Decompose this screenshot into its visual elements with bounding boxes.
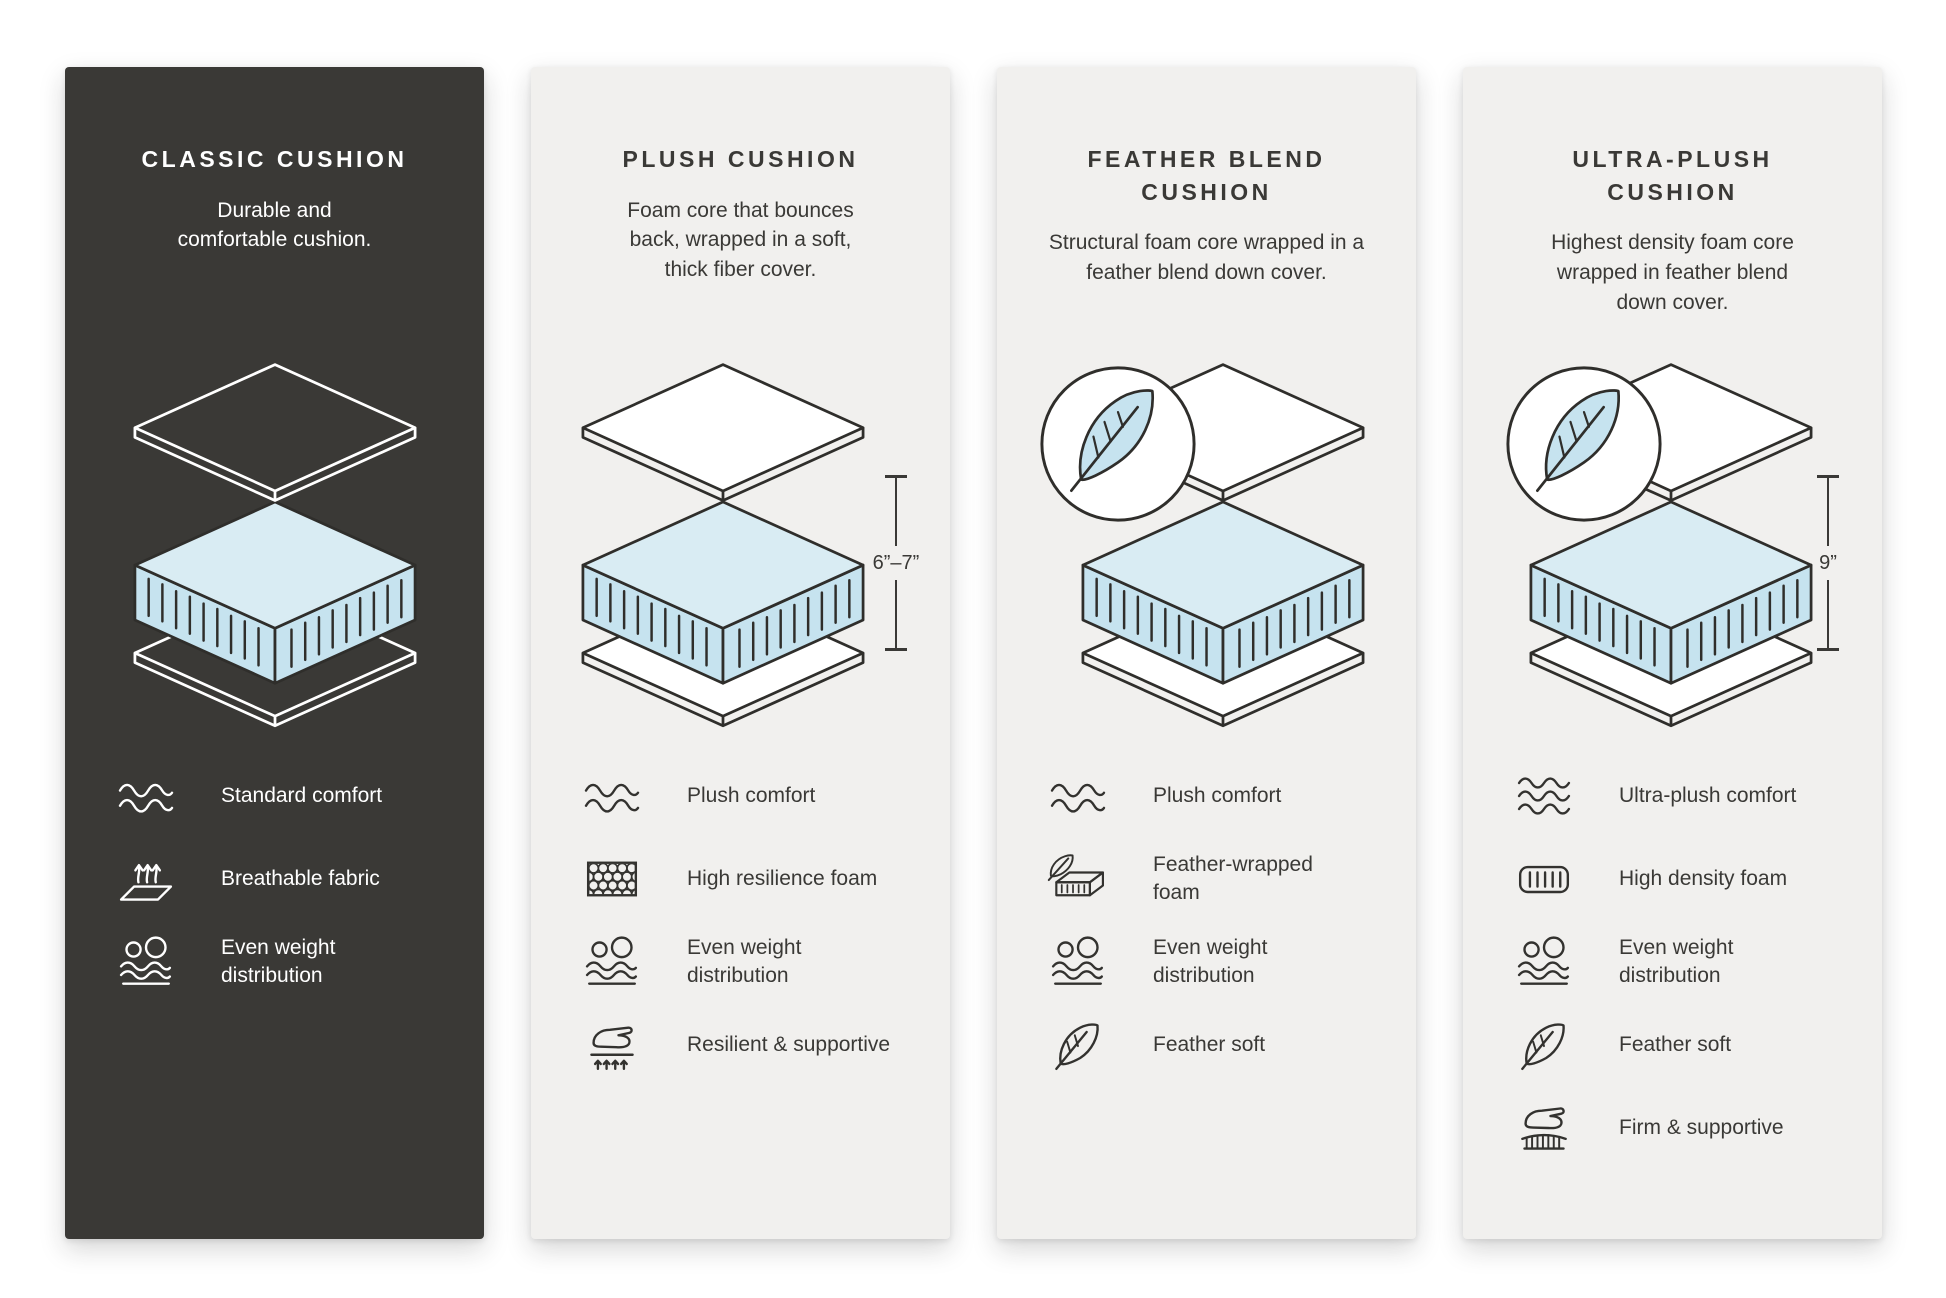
feature-row: Plush comfort <box>579 767 938 825</box>
cushion-layers-diagram: 6”–7” <box>531 359 950 749</box>
feature-label: Standard comfort <box>221 784 383 808</box>
card-classic-cushion: CLASSIC CUSHION Durable and comfortable … <box>65 67 484 1239</box>
foam-cells-icon <box>579 850 645 908</box>
weight-distribution-icon <box>579 933 645 991</box>
dimension-cap <box>885 475 907 478</box>
feature-label: Even weight distribution <box>1153 936 1268 987</box>
feather-badge <box>1037 363 1199 525</box>
card-title: PLUSH CUSHION <box>622 146 859 172</box>
feature-label: High resilience foam <box>687 867 878 891</box>
feature-row: Ultra-plush comfort <box>1511 767 1870 825</box>
height-dimension: 6”–7” <box>864 475 928 651</box>
dimension-line <box>1827 580 1829 648</box>
card-title: ULTRA-PLUSH CUSHION <box>1572 146 1773 205</box>
dimension-cap <box>885 648 907 651</box>
feather-icon <box>1503 363 1665 525</box>
cushion-layers-diagram <box>997 359 1416 749</box>
firm-support-icon <box>1511 1099 1577 1157</box>
waves-icon <box>1511 767 1577 825</box>
density-foam-icon <box>1511 850 1577 908</box>
card-description: Durable and comfortable cushion. <box>177 198 372 252</box>
feature-label: Even weight distribution <box>687 936 802 987</box>
height-dimension: 9” <box>1796 475 1860 651</box>
feature-list: Ultra-plush comfort High density foam Ev… <box>1511 767 1870 1182</box>
feather-foam-icon <box>1045 850 1111 908</box>
feature-list: Plush comfort Feather-wrapped foam Even … <box>1045 767 1404 1099</box>
feature-label: Feather soft <box>1153 1033 1266 1057</box>
feature-row: Standard comfort <box>113 767 472 825</box>
feature-row: Feather soft <box>1511 1016 1870 1074</box>
feature-label: Firm & supportive <box>1619 1116 1784 1140</box>
card-description: Highest density foam core wrapped in fea… <box>1551 231 1794 314</box>
dimension-line <box>1827 478 1829 546</box>
card-title: FEATHER BLEND CUSHION <box>1087 146 1326 205</box>
layered-cushion-illustration <box>69 359 481 730</box>
card-description: Foam core that bounces back, wrapped in … <box>627 198 854 282</box>
feature-row: Resilient & supportive <box>579 1016 938 1074</box>
card-ultra-plush-cushion: ULTRA-PLUSH CUSHION Highest density foam… <box>1463 67 1882 1239</box>
weight-distribution-icon <box>113 933 179 991</box>
card-title: CLASSIC CUSHION <box>141 146 408 172</box>
dimension-cap <box>1817 648 1839 651</box>
feature-row: Feather-wrapped foam <box>1045 850 1404 908</box>
card-feather-blend-cushion: FEATHER BLEND CUSHION Structural foam co… <box>997 67 1416 1239</box>
feature-row: High density foam <box>1511 850 1870 908</box>
feather-badge <box>1503 363 1665 525</box>
feature-row: Even weight distribution <box>1511 933 1870 991</box>
feature-label: Resilient & supportive <box>687 1033 891 1057</box>
feature-label: Feather-wrapped foam <box>1153 853 1313 904</box>
feature-label: Even weight distribution <box>221 936 336 987</box>
dimension-line <box>895 580 897 648</box>
wave-icon <box>1045 767 1111 825</box>
feature-label: Plush comfort <box>1153 784 1282 808</box>
feature-row: Feather soft <box>1045 1016 1404 1074</box>
breathable-fabric-icon <box>113 850 179 908</box>
weight-distribution-icon <box>1045 933 1111 991</box>
wave-icon <box>113 767 179 825</box>
feature-label: Plush comfort <box>687 784 816 808</box>
feature-list: Standard comfort Breathable fabric Even … <box>113 767 472 1016</box>
feature-row: Plush comfort <box>1045 767 1404 825</box>
cushion-layers-diagram: 9” <box>1463 359 1882 749</box>
feather-icon <box>1045 1016 1111 1074</box>
feather-icon <box>1511 1016 1577 1074</box>
feature-label: Ultra-plush comfort <box>1619 784 1797 808</box>
cushion-layers-diagram <box>65 359 484 749</box>
dimension-label: 9” <box>1819 552 1837 574</box>
support-hand-icon <box>579 1016 645 1074</box>
feature-row: High resilience foam <box>579 850 938 908</box>
dimension-cap <box>1817 475 1839 478</box>
card-plush-cushion: PLUSH CUSHION Foam core that bounces bac… <box>531 67 950 1239</box>
feature-row: Breathable fabric <box>113 850 472 908</box>
feature-label: Feather soft <box>1619 1033 1732 1057</box>
wave-icon <box>579 767 645 825</box>
dimension-label: 6”–7” <box>872 552 920 574</box>
dimension-line <box>895 478 897 546</box>
feature-row: Even weight distribution <box>1045 933 1404 991</box>
feature-label: High density foam <box>1619 867 1788 891</box>
weight-distribution-icon <box>1511 933 1577 991</box>
feature-list: Plush comfort High resilience foam Even … <box>579 767 938 1099</box>
feature-row: Even weight distribution <box>579 933 938 991</box>
card-description: Structural foam core wrapped in a feathe… <box>1048 231 1365 285</box>
feature-label: Breathable fabric <box>221 867 380 891</box>
feature-row: Even weight distribution <box>113 933 472 991</box>
feature-row: Firm & supportive <box>1511 1099 1870 1157</box>
feature-label: Even weight distribution <box>1619 936 1734 987</box>
feather-icon <box>1037 363 1199 525</box>
